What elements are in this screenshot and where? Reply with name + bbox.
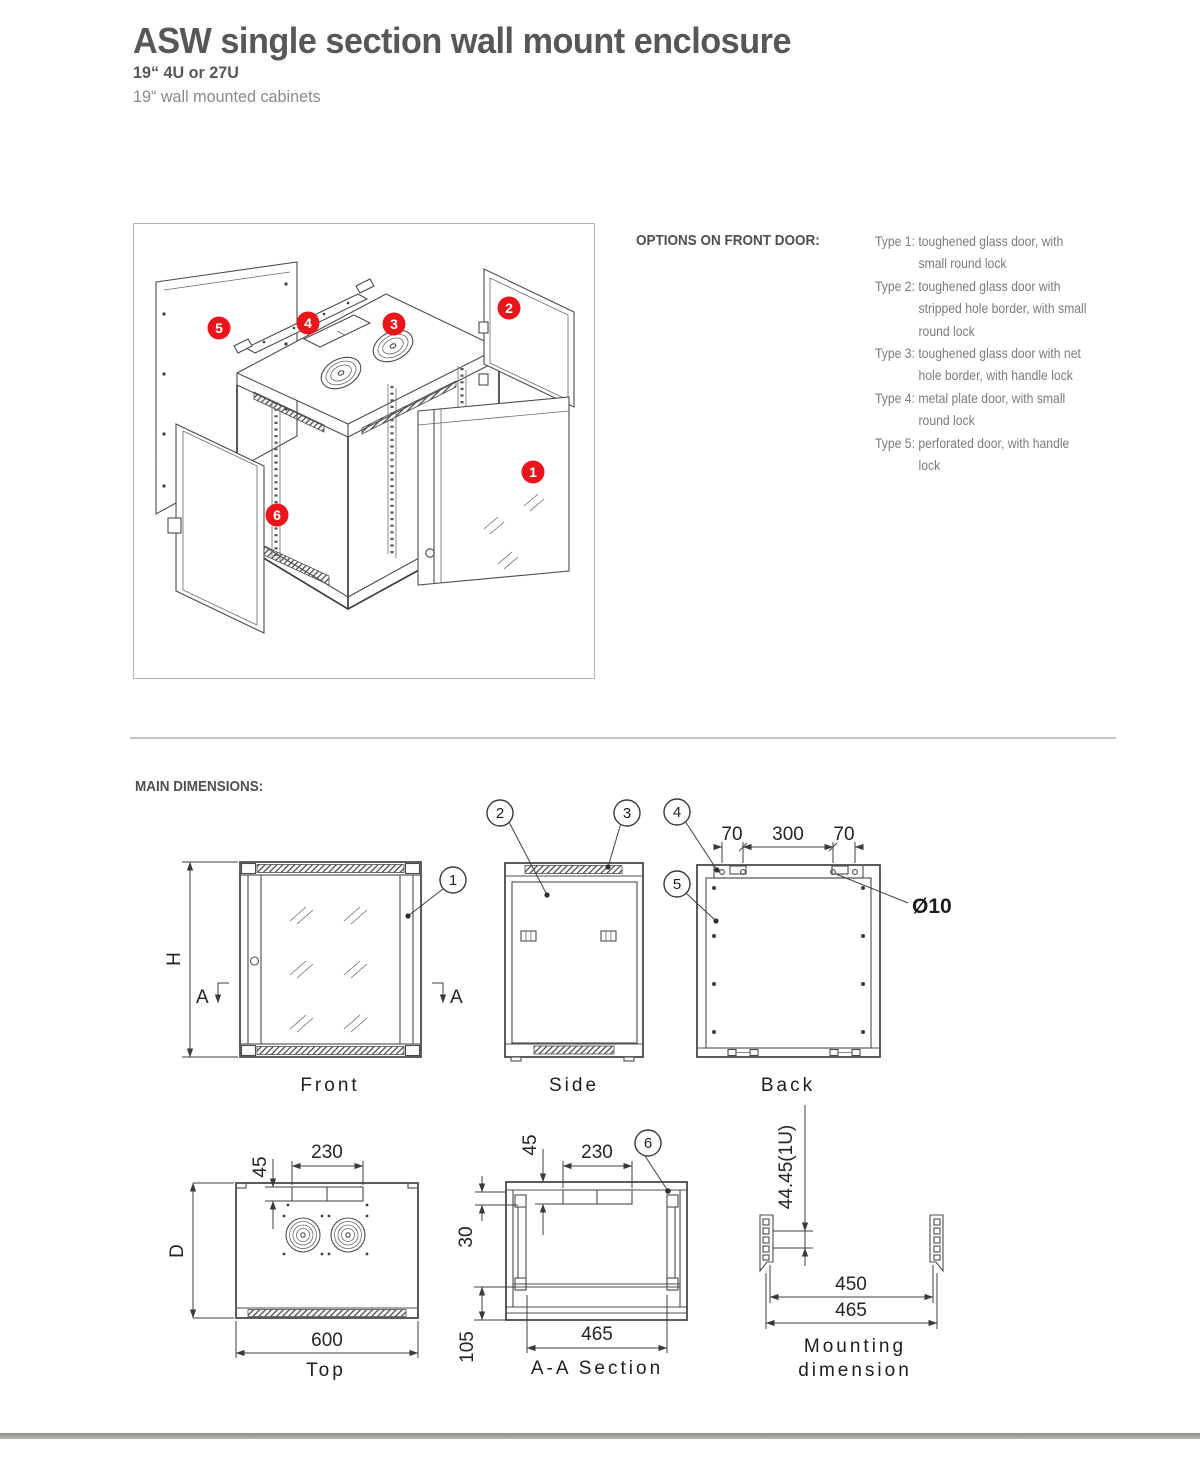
door-type-option: Type 4: metal plate door, with small rou… [875,389,1066,429]
page-description: 19“ wall mounted cabinets [133,87,321,106]
section-view-label: A-A Section [531,1358,663,1379]
callout-3-number: 3 [390,316,398,332]
door-type-option: Type 2: toughened glass door with stripp… [875,277,1087,339]
mounting-rail-right [929,1214,944,1273]
section-callout-6-number: 6 [644,1135,652,1152]
mounting-rail-left [759,1214,774,1273]
side-callout-2-badge [486,799,514,827]
side-callout-2-number: 2 [496,805,504,822]
section-marker-a-right: A [450,987,463,1008]
back-callout-4-number: 4 [673,804,681,821]
dim-back-left: 70 [721,824,742,845]
callout-2-badge [497,296,521,320]
dim-sec-inner-width: 465 [581,1324,613,1345]
back-view-drawing: 70 300 70 Ø10 4 5 Back [663,798,952,1096]
top-view-drawing: D 45 230 600 Top [167,1142,419,1381]
dim-height-label: H [164,952,185,966]
main-dimensions-label: MAIN DIMENSIONS: [135,778,264,795]
exploded-view-drawing: 5 4 3 2 1 6 [155,261,575,634]
section-callout-6-badge [634,1129,662,1157]
top-view-label: Top [306,1360,346,1381]
mounting-view-label-line1: Mounting [804,1336,906,1357]
dim-sec-bottom: 105 [457,1331,478,1363]
callout-4-number: 4 [304,315,312,331]
door-type-option: Type 3: toughened glass door with net ho… [875,345,1081,384]
dim-sec-rail-offset: 30 [456,1226,477,1247]
page-subtitle: 19“ 4U or 27U [133,63,239,82]
door-type-option: Type 5: perforated door, with handle loc… [875,434,1070,474]
door-type-options: Type 1: toughened glass door, with small… [875,230,1088,476]
section-divider [130,737,1116,739]
callout-5-number: 5 [215,320,223,336]
top-fan-left [282,1214,324,1256]
side-door-part [167,423,265,634]
front-callout-1-number: 1 [449,872,457,889]
dim-hole-diameter: Ø10 [912,895,952,918]
back-callout-5-badge [663,870,691,898]
side-view-label: Side [549,1075,599,1096]
door-type-option: Type 1: toughened glass door, with small… [875,233,1064,272]
back-view-label: Back [761,1075,815,1096]
dim-depth-label: D [167,1244,188,1258]
exploded-view-panel: 5 4 3 2 1 6 [133,223,595,679]
callout-2-number: 2 [505,300,513,316]
dim-top-width: 600 [311,1330,343,1351]
side-callout-3-number: 3 [623,805,631,822]
section-view-drawing: 45 230 30 105 465 6 [456,1129,688,1379]
page-title: ASW single section wall mount enclosure [133,20,791,61]
callout-4-badge [296,311,320,335]
top-fan-right [327,1214,369,1256]
callout-5-badge [207,316,231,340]
mounting-view-drawing: 44.45(1U) 450 465 Mounting dimension [759,1105,944,1381]
back-bottom-brackets [727,1048,861,1057]
callout-6-badge [265,503,289,527]
dim-back-right: 70 [833,824,854,845]
footer-bar [0,1433,1200,1439]
dim-back-center: 300 [772,824,804,845]
front-view-drawing: H A A 1 Front [164,861,467,1096]
options-label: OPTIONS ON FRONT DOOR: [636,232,820,249]
front-view-label: Front [300,1075,359,1096]
callout-1-badge [521,460,545,484]
callout-6-number: 6 [273,507,281,523]
callout-1-number: 1 [529,464,537,480]
dim-mount-pitch: 44.45(1U) [776,1125,797,1210]
front-callout-1-badge [439,866,467,894]
dim-mount-inner: 450 [835,1274,867,1295]
dimension-drawings: H A A 1 Front [164,798,952,1381]
back-callout-5-number: 5 [673,876,681,893]
dim-sec-slot-width: 230 [581,1142,613,1163]
exploded-callouts: 5 4 3 2 1 6 [207,296,545,527]
dim-mount-outer: 465 [835,1300,867,1321]
front-glass-door-part [417,396,570,586]
dim-top-slot-width: 230 [311,1142,343,1163]
glass-marks [289,906,368,1033]
side-view-drawing: 2 3 Side [486,799,644,1096]
side-callout-3-badge [613,799,641,827]
side-panel-part [478,268,575,408]
dim-top-slot-offset: 45 [250,1156,271,1177]
mounting-view-label-line2: dimension [798,1360,912,1381]
section-marker-a-left: A [196,987,209,1008]
dim-sec-slot-offset: 45 [520,1134,541,1155]
callout-3-badge [382,312,406,336]
back-callout-4-badge [663,798,691,826]
